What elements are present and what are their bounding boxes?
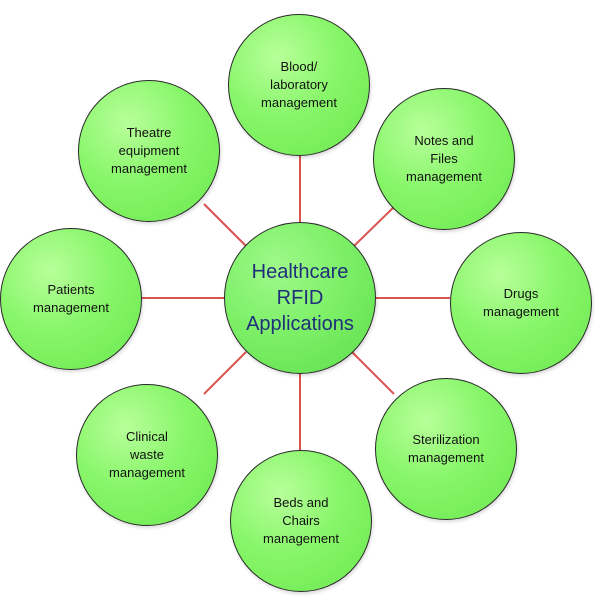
node-notes-files: Notes and Files management: [373, 88, 515, 230]
node-patients: Patients management: [0, 228, 142, 370]
node-label: Clinical waste management: [109, 429, 185, 480]
node-clinical-waste: Clinical waste management: [76, 384, 218, 526]
node-label: Blood/ laboratory management: [261, 59, 337, 110]
node-drugs: Drugs management: [450, 232, 592, 374]
connector-notes: [353, 203, 398, 247]
center-node: Healthcare RFID Applications: [224, 222, 376, 374]
node-label: Drugs management: [483, 286, 559, 319]
node-label: Theatre equipment management: [111, 125, 187, 176]
node-label: Patients management: [33, 282, 109, 315]
node-label: Beds and Chairs management: [263, 495, 339, 546]
node-beds-chairs: Beds and Chairs management: [230, 450, 372, 592]
node-blood-laboratory: Blood/ laboratory management: [228, 14, 370, 156]
connector-sterilization: [351, 351, 395, 395]
node-theatre-equipment: Theatre equipment management: [78, 80, 220, 222]
center-title: Healthcare RFID Applications: [246, 261, 354, 335]
connector-theatre: [203, 203, 247, 247]
node-label: Sterilization management: [408, 432, 484, 465]
node-label: Notes and Files management: [406, 133, 482, 184]
node-sterilization: Sterilization management: [375, 378, 517, 520]
connector-waste: [203, 351, 247, 395]
